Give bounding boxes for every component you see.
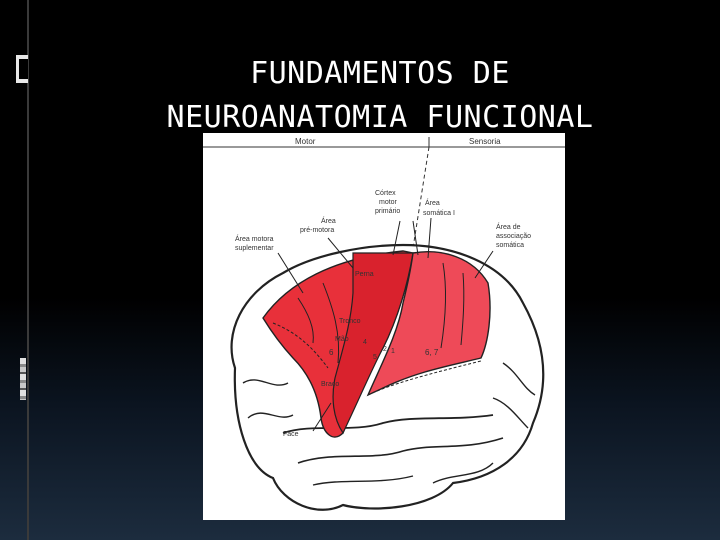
pointer-cortex-motor-2 — [412, 220, 419, 256]
premotor-dash — [272, 322, 329, 369]
label-association-3: somática — [496, 242, 524, 249]
temporal-fold-2 — [312, 475, 414, 486]
motor-sulcus-2 — [297, 297, 314, 344]
side-accent-bar — [20, 358, 26, 400]
brain-diagram: Motor Sensoria — [203, 133, 565, 520]
label-premotor-2: pré-motora — [300, 227, 334, 234]
sensory-sulcus-2 — [460, 272, 465, 346]
label-supplementary-1: Área motora — [235, 234, 274, 243]
label-num-1: 1 — [391, 348, 395, 355]
occipital-fold — [432, 462, 494, 484]
label-num-4: 4 — [363, 339, 367, 346]
motor-sulcus-1 — [322, 282, 340, 364]
pointer-premotor — [327, 237, 354, 269]
pointer-somatic — [427, 217, 432, 259]
label-num-67: 6, 7 — [425, 348, 439, 357]
label-face: Face — [283, 431, 299, 438]
label-num-6: 6 — [329, 348, 334, 357]
title-accent-bar — [16, 55, 28, 83]
primary-motor-strip — [332, 252, 414, 435]
slide-title: FUNDAMENTOS DE NEUROANATOMIA FUNCIONAL — [166, 56, 594, 135]
label-supplementary-2: suplementar — [235, 245, 274, 252]
label-association-1: Área de — [496, 222, 521, 231]
sensory-sulcus-1 — [440, 262, 447, 349]
label-cortex-motor-1: Córtex — [375, 190, 396, 197]
central-dashed-line — [412, 146, 430, 249]
pointer-face — [312, 402, 332, 432]
label-premotor-1: Área — [321, 216, 336, 225]
header-sensory: Sensoria — [469, 137, 501, 146]
parietal-fold-2 — [492, 397, 529, 429]
label-cortex-motor-2: motor — [379, 199, 398, 206]
label-num-5: 5 — [373, 354, 377, 361]
sensory-lower-dash — [367, 360, 482, 396]
frontal-fold-2 — [247, 412, 294, 419]
label-num-2: 2, — [383, 346, 389, 353]
label-braco: Braço — [321, 381, 339, 388]
frontal-fold-1 — [242, 379, 289, 386]
lateral-sulcus — [282, 414, 494, 434]
label-cortex-motor-3: primário — [375, 208, 400, 215]
label-perna: Perna — [355, 271, 374, 278]
temporal-fold-1 — [297, 437, 504, 464]
label-somatic-1: Área — [425, 198, 440, 207]
pointer-cortex-motor — [392, 220, 401, 256]
header-motor: Motor — [295, 137, 316, 146]
pointer-supplementary — [277, 252, 304, 294]
left-rail-line — [27, 0, 29, 540]
pointer-association — [474, 250, 494, 279]
brain-diagram-svg: Motor Sensoria — [203, 137, 565, 511]
label-somatic-2: somática I — [423, 210, 455, 217]
label-association-2: associação — [496, 233, 531, 240]
label-tronco: Tronco — [339, 318, 361, 325]
parietal-fold-1 — [502, 362, 536, 396]
sensory-region — [366, 251, 491, 397]
label-mao: Mão — [335, 336, 349, 343]
